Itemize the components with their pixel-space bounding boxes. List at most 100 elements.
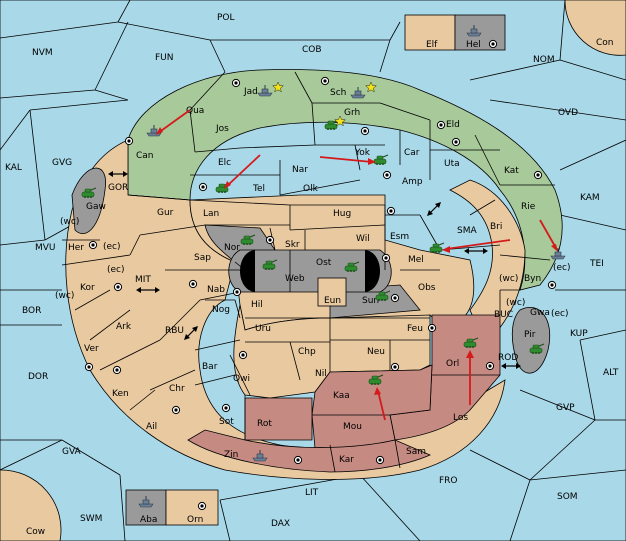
- sea-label-cow: Cow: [26, 527, 45, 537]
- label-elc: Elc: [218, 158, 231, 168]
- supply-center-chr: [171, 405, 181, 415]
- territory-cow[interactable]: [0, 469, 62, 541]
- supply-center-grh: [360, 126, 370, 136]
- supply-center-kat: [533, 170, 543, 180]
- label-amp: Amp: [402, 177, 423, 187]
- sea-label-kam: KAM: [580, 193, 600, 203]
- label-can: Can: [136, 151, 154, 161]
- supply-center-sch: [320, 76, 330, 86]
- label-nor: Nor: [224, 243, 240, 253]
- sea-label-bor: BOR: [22, 306, 41, 316]
- label-gwa: Gwa: [530, 308, 550, 318]
- label-eld: Eld: [446, 120, 460, 130]
- supply-center-qwi: [238, 350, 248, 360]
- sea-label-gvp: GVP: [556, 403, 575, 413]
- label-uru: Uru: [255, 324, 271, 334]
- supply-center-jad: [231, 78, 241, 88]
- label-her: Her: [68, 243, 84, 253]
- label-nog: Nog: [212, 305, 230, 315]
- label-sch: Sch: [330, 88, 346, 98]
- territory-gaw-shape[interactable]: [71, 167, 107, 234]
- label-mel: Mel: [408, 255, 424, 265]
- supply-center-kar: [375, 455, 385, 465]
- label-byn: Byn: [524, 274, 541, 284]
- supply-center-orl: [485, 361, 495, 371]
- territory-orn[interactable]: [165, 489, 219, 526]
- label-gur: Gur: [157, 208, 174, 218]
- supply-center-sun: [390, 293, 400, 303]
- sea-label-ovd: OVD: [558, 108, 578, 118]
- sea-label-rbu: RBU: [165, 326, 184, 336]
- supply-center-orn: [197, 501, 207, 511]
- supply-center-ver: [112, 365, 122, 375]
- sea-label-dax: DAX: [271, 519, 290, 529]
- label-sam: Sam: [406, 447, 426, 457]
- label-ost: Ost: [316, 258, 332, 268]
- coast-label-gwa-ec: (ec): [551, 309, 569, 319]
- territory-aba[interactable]: [125, 489, 167, 526]
- sea-label-gvg: GVG: [52, 158, 72, 168]
- supply-center-kor: [113, 282, 123, 292]
- coast-label-gaw-wc: (wc): [60, 217, 79, 227]
- label-web: Web: [285, 274, 305, 284]
- label-neu: Neu: [367, 347, 385, 357]
- label-hug: Hug: [333, 209, 351, 219]
- label-kar: Kar: [339, 455, 354, 465]
- label-sot: Sot: [219, 417, 234, 427]
- sea-labels: POL NVM FUN COB NOM Con OVD KAL GVG KAM …: [5, 13, 619, 537]
- label-hel: Hel: [466, 40, 481, 50]
- territory-con[interactable]: [564, 0, 626, 56]
- label-eun: Eun: [324, 296, 341, 306]
- supply-center-sot: [221, 403, 231, 413]
- label-zin: Zin: [224, 450, 238, 460]
- label-ail: Ail: [146, 422, 157, 432]
- star-icon-jad: [272, 81, 284, 93]
- sea-label-rod: ROD: [498, 353, 518, 363]
- label-sun: Sun: [362, 296, 379, 306]
- supply-center-zin: [293, 455, 303, 465]
- supply-center-byn: [547, 280, 557, 290]
- label-tel: Tel: [252, 184, 265, 194]
- star-icon-grh: [334, 115, 346, 127]
- label-ken: Ken: [112, 389, 129, 399]
- sea-label-kal: KAL: [5, 163, 22, 173]
- sea-label-fun: FUN: [155, 53, 174, 63]
- label-grh: Grh: [344, 108, 360, 118]
- territory-elf[interactable]: [404, 14, 456, 51]
- label-orl: Orl: [446, 359, 459, 369]
- label-nar: Nar: [292, 165, 308, 175]
- move-arrow-elc-tel: [226, 154, 261, 187]
- label-elf: Elf: [426, 40, 438, 50]
- sea-label-gor: GOR: [108, 183, 128, 193]
- landmass: [65, 69, 563, 480]
- label-rie: Rie: [521, 202, 536, 212]
- label-qua: Qua: [186, 106, 204, 116]
- link-arrow-sma-north: [429, 204, 439, 214]
- label-esm: Esm: [390, 232, 409, 242]
- label-chr: Chr: [169, 384, 185, 394]
- label-pir: Pir: [524, 330, 536, 340]
- label-rot: Rot: [257, 419, 272, 429]
- sea-label-nom: NOM: [533, 55, 555, 65]
- label-skr: Skr: [285, 240, 300, 250]
- label-yok: Yok: [354, 148, 371, 158]
- supply-center-nab: [232, 287, 242, 297]
- label-jos: Jos: [215, 124, 229, 134]
- label-uta: Uta: [444, 159, 460, 169]
- supply-center-yok: [382, 170, 392, 180]
- supply-center-sap: [188, 279, 198, 289]
- label-kaa: Kaa: [333, 391, 350, 401]
- label-nab: Nab: [207, 285, 225, 295]
- sea-label-tei: TEI: [589, 259, 604, 269]
- star-markers: [272, 81, 377, 127]
- sea-label-pol: POL: [217, 13, 235, 23]
- territory-pir-shape[interactable]: [511, 307, 550, 374]
- label-bar: Bar: [202, 362, 218, 372]
- link-arrows: [108, 171, 521, 369]
- supply-center-hel: [488, 39, 498, 49]
- move-arrow-sma-mel: [445, 239, 511, 250]
- link-arrow-rbu: [186, 328, 196, 338]
- sea-label-con: Con: [596, 38, 614, 48]
- supply-center-neu: [390, 362, 400, 372]
